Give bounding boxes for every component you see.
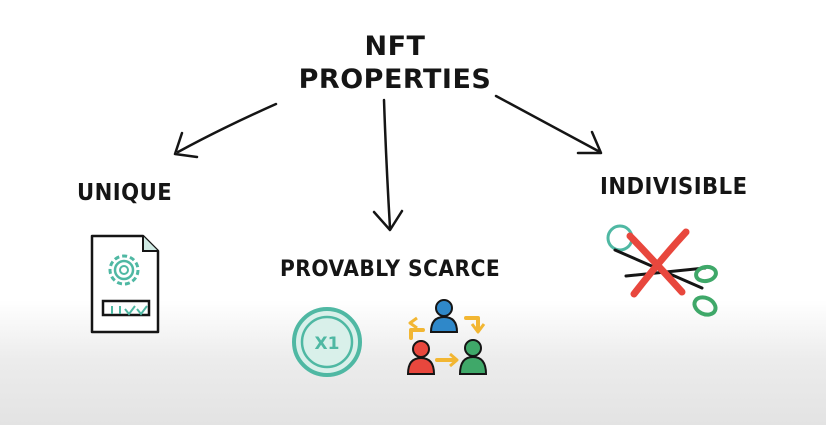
crossed-scissors-icon [606,224,718,317]
arrow-to-unique [173,102,278,159]
property-label-provably-scarce: PROVABLY SCARCE [280,257,501,282]
title-line-1: NFT [364,31,426,62]
property-label-unique: UNIQUE [77,180,173,206]
gear-document-icon [90,234,160,334]
gear-icon [108,254,140,286]
title-line-2: PROPERTIES [298,64,492,95]
diagram-title: NFT PROPERTIES [290,30,500,96]
people-exchange-icon [406,299,488,375]
x1-token-icon: X1 [292,307,362,377]
property-label-indivisible: INDIVISIBLE [600,174,748,200]
arrow-to-provably-scarce [372,98,404,232]
scissors-icon [613,248,718,317]
arrow-to-indivisible [494,94,603,155]
red-cross-icon [626,228,690,298]
x1-token-text: X1 [315,334,340,354]
